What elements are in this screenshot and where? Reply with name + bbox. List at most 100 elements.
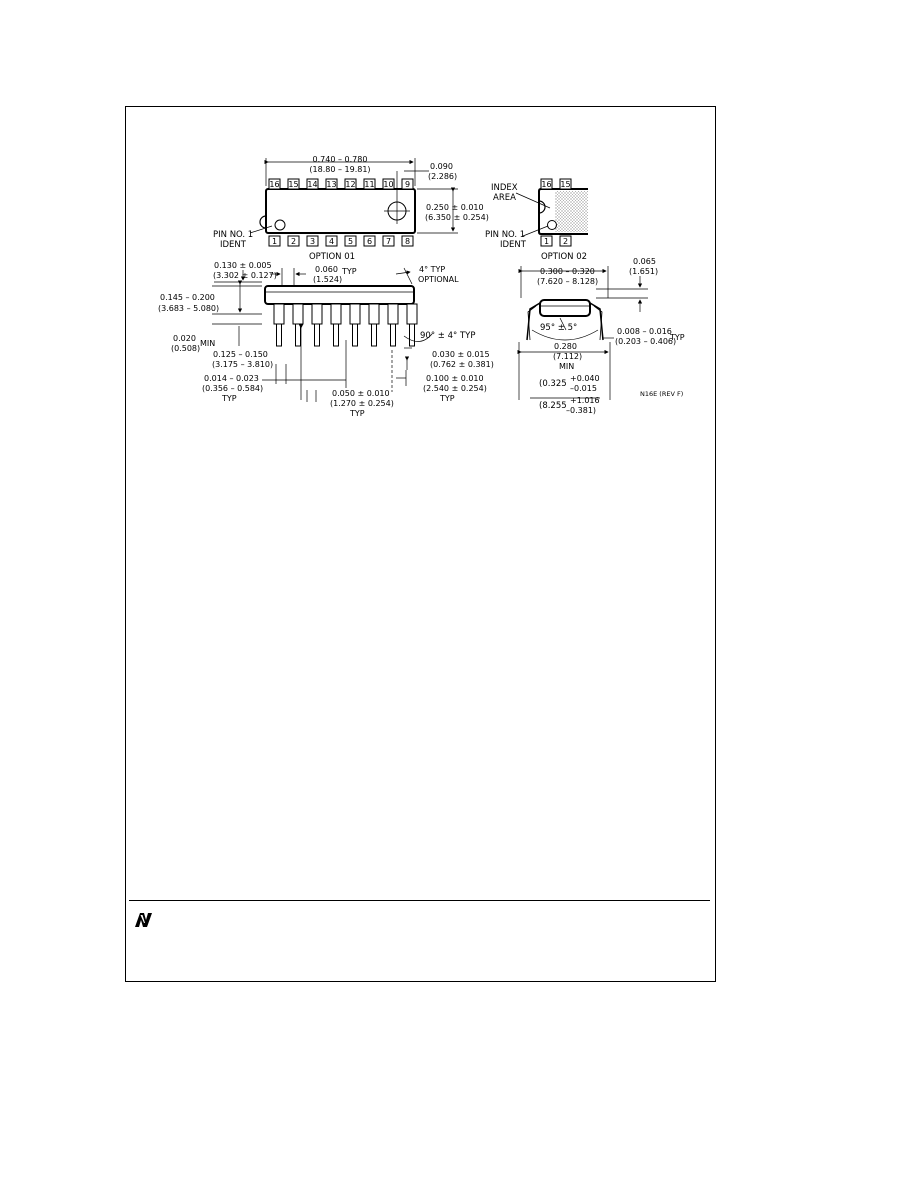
- end-offset-in: 0.090: [430, 162, 453, 171]
- half-pitch-mm: (1.270 ± 0.254): [330, 399, 394, 408]
- option01-bottom-pin-label-7: 7: [386, 237, 391, 246]
- standoff-in: 0.020: [173, 334, 196, 343]
- spread-in-plus: +0.040: [570, 374, 600, 383]
- tip-mm: (0.762 ± 0.381): [430, 360, 494, 369]
- end-offset-65-mm: (1.651): [629, 267, 658, 276]
- option01-bottom-pin-box-4: [325, 235, 338, 247]
- height-mm: (3.683 – 5.080): [158, 304, 219, 313]
- end-view: [517, 266, 648, 400]
- taper-top: 4° TYP: [419, 265, 445, 274]
- pitch-in: 0.100 ± 0.010: [426, 374, 484, 383]
- option01-bottom-pin-label-4: 4: [329, 237, 334, 246]
- lead-dim-typ: TYP: [669, 333, 685, 342]
- option01-top-pin-label-11: 11: [364, 180, 374, 189]
- pitch-mm: (2.540 ± 0.254): [423, 384, 487, 393]
- end-offset-mm: (2.286): [428, 172, 457, 181]
- option01-top-pin-label-16: 16: [269, 180, 279, 189]
- standoff-mm: (0.508): [171, 344, 200, 353]
- option01-top-pin-label-12: 12: [345, 180, 355, 189]
- side-lead-shoulder: [292, 303, 304, 325]
- side-lead-pin: [371, 323, 377, 347]
- end-angle: 95° ± 5°: [540, 323, 577, 333]
- option02-bottom-pin-label-2: 2: [563, 237, 568, 246]
- drawing-id: N16E (REV F): [640, 390, 683, 398]
- option01-pin1-line2: IDENT: [220, 240, 247, 250]
- spread-in: (0.325: [539, 379, 567, 389]
- option01-top-pin-box-15: [287, 178, 300, 190]
- option01-bottom-pin-box-1: [268, 235, 281, 247]
- page-frame: [125, 106, 716, 982]
- option01-caption: OPTION 01: [309, 252, 355, 262]
- half-pitch-in: 0.050 ± 0.010: [332, 389, 390, 398]
- tip-in: 0.030 ± 0.015: [432, 350, 490, 359]
- side-lead-pin: [390, 323, 396, 347]
- index-area-line2: AREA: [493, 193, 516, 203]
- side-view-dimensions: [212, 267, 433, 402]
- end-offset-65-in: 0.065: [633, 257, 656, 266]
- shoulder-mm: (3.302 ± 0.127): [213, 271, 277, 280]
- lead-width-typ: TYP: [341, 267, 357, 276]
- option01-top-pin-label-10: 10: [383, 180, 393, 189]
- side-view-leads: [273, 303, 418, 347]
- option02-bottom-pin-box-2: [559, 235, 572, 247]
- option01-bottom-pin-label-6: 6: [367, 237, 372, 246]
- spread-mm-minus: –0.381): [566, 406, 596, 415]
- option01-bottom-pin-label-8: 8: [405, 237, 410, 246]
- side-lead-shoulder: [311, 303, 323, 325]
- option02-top-pin-box-15: [559, 178, 572, 190]
- side-lead-pin: [295, 323, 301, 347]
- footer-divider: [129, 900, 710, 901]
- overall-length-in: 0.740 – 0.780: [313, 155, 368, 164]
- option01-top-view: [259, 188, 416, 234]
- overall-length-dimension: [264, 158, 429, 198]
- side-lead-pin: [352, 323, 358, 347]
- min-width-label: MIN: [559, 362, 574, 371]
- row-spacing-mm: (7.620 – 8.128): [537, 277, 598, 286]
- option02-pin1-line1: PIN NO. 1: [485, 230, 525, 240]
- row-spacing-in: 0.300 – 0.320: [540, 267, 595, 276]
- lead-thickness-typ: TYP: [221, 394, 237, 403]
- side-view-body: [264, 285, 415, 305]
- option02-bottom-pin-box-1: [540, 235, 553, 247]
- option01-top-pin-label-14: 14: [307, 180, 317, 189]
- standoff-min: MIN: [200, 339, 215, 348]
- option01-bottom-pin-label-5: 5: [348, 237, 353, 246]
- option01-bottom-pin-label-1: 1: [272, 237, 277, 246]
- option02-top-pin-label-15: 15: [560, 180, 570, 189]
- option01-top-pin-box-13: [325, 178, 338, 190]
- lead-angle: 90° ± 4° TYP: [420, 331, 475, 341]
- option01-bottom-pin-label-2: 2: [291, 237, 296, 246]
- option02-caption: OPTION 02: [541, 252, 587, 262]
- lead-dim-mm: (0.203 – 0.406): [615, 337, 676, 346]
- option01-bottom-pin-box-7: [382, 235, 395, 247]
- lead-width-in: 0.060: [315, 265, 338, 274]
- lead-dim-in: 0.008 – 0.016: [617, 327, 672, 336]
- side-lead-pin: [314, 323, 320, 347]
- option01-top-pin-box-16: [268, 178, 281, 190]
- option01-bottom-pin-box-2: [287, 235, 300, 247]
- spread-mm-plus: +1.016: [570, 396, 600, 405]
- side-lead-shoulder: [368, 303, 380, 325]
- side-lead-shoulder: [273, 303, 285, 325]
- lead-thickness-mm: (0.356 – 0.584): [202, 384, 263, 393]
- body-width-mm: (6.350 ± 0.254): [425, 213, 489, 222]
- option01-bottom-pin-box-8: [401, 235, 414, 247]
- side-lead-pin: [409, 323, 415, 347]
- option01-top-pin-label-9: 9: [405, 180, 410, 189]
- option02-top-pin-label-16: 16: [541, 180, 551, 189]
- spread-mm: (8.255: [539, 401, 567, 411]
- option01-bottom-pin-box-6: [363, 235, 376, 247]
- lead-length-in: 0.125 – 0.150: [213, 350, 268, 359]
- option01-bottom-pin-label-3: 3: [310, 237, 315, 246]
- pitch-typ: TYP: [439, 394, 455, 403]
- half-pitch-typ: TYP: [349, 409, 365, 418]
- option01-pin1-line1: PIN NO. 1: [213, 230, 253, 240]
- side-lead-shoulder: [387, 303, 399, 325]
- option01-bottom-pin-box-5: [344, 235, 357, 247]
- body-width-in: 0.250 ± 0.010: [426, 203, 484, 212]
- option02-top-pin-box-16: [540, 178, 553, 190]
- national-semiconductor-logo-icon: [135, 913, 152, 927]
